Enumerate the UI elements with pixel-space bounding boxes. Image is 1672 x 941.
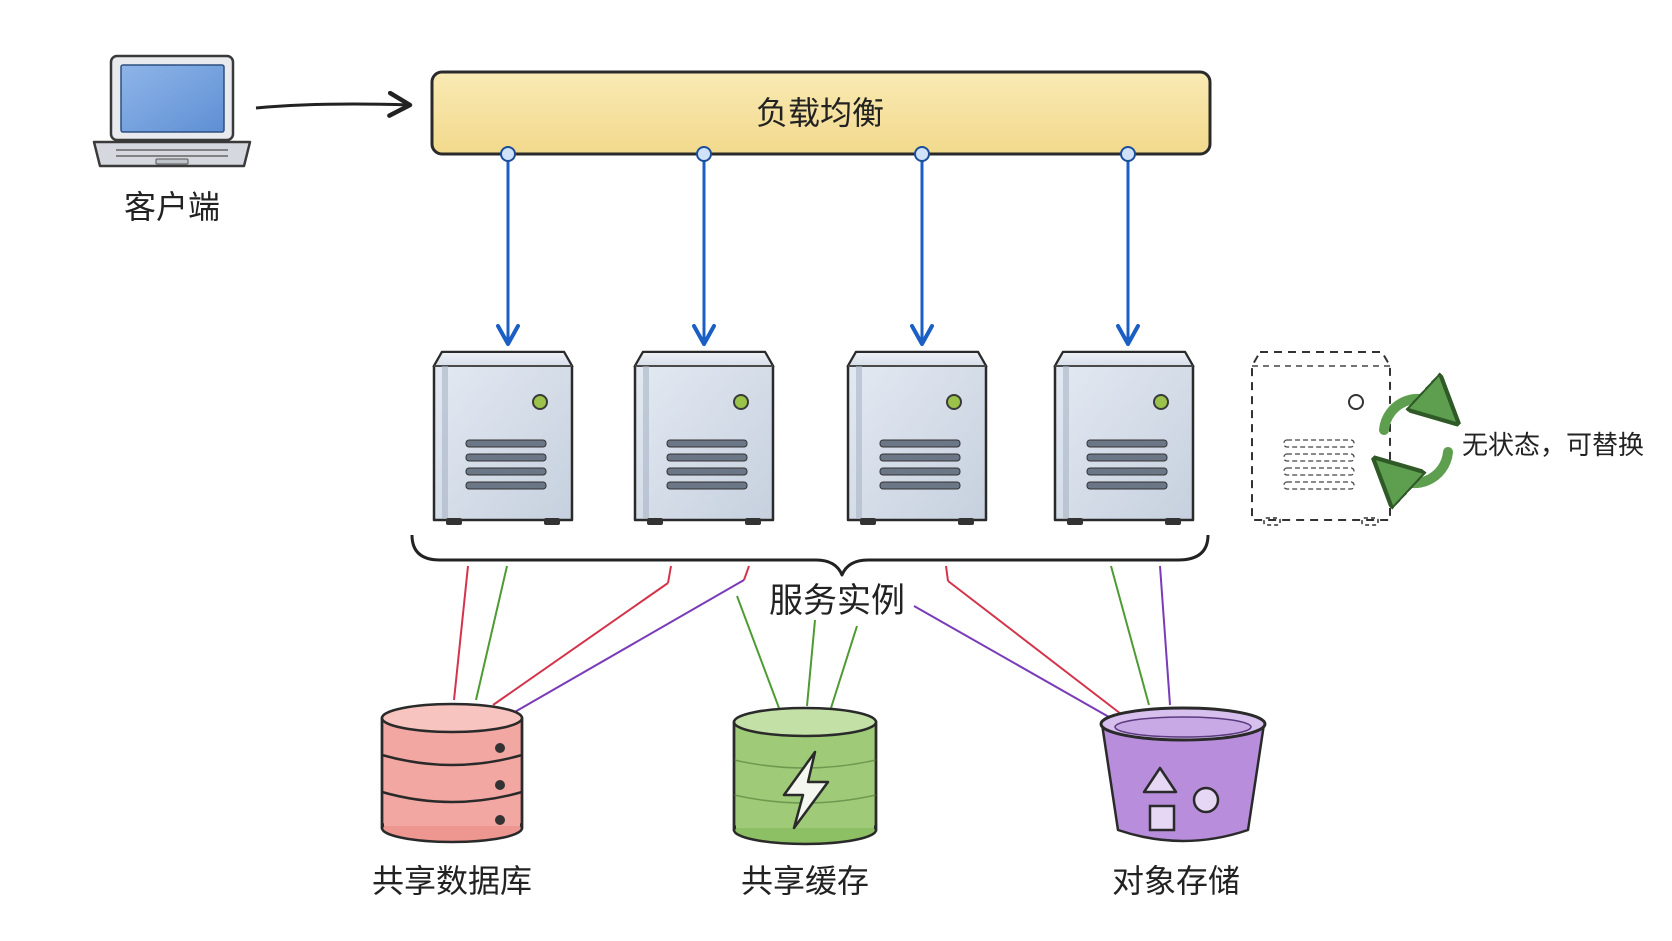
lb-to-services-arrows (496, 146, 1140, 346)
service-instance-3 (846, 350, 988, 525)
services-brace (410, 534, 1210, 577)
link-db-green-1 (475, 565, 508, 701)
lb-port-4 (1120, 146, 1136, 162)
client-label: 客户端 (124, 188, 220, 226)
replace-cycle-icon (1384, 399, 1448, 483)
link-obj-purple-2 (1159, 565, 1171, 706)
circle-icon (1192, 786, 1220, 814)
shared-cache-icon (732, 706, 878, 846)
load-balancer-label: 负载均衡 (756, 94, 884, 132)
service-instance-4 (1053, 350, 1195, 525)
lb-port-2 (696, 146, 712, 162)
service-store-links (453, 565, 1171, 718)
client-laptop-icon (92, 54, 252, 168)
service-instance-2 (633, 350, 775, 525)
link-db-red-3 (743, 565, 750, 581)
load-balancer: 负载均衡 (430, 70, 1212, 156)
link-cache-green-2 (806, 619, 816, 707)
lb-port-1 (500, 146, 516, 162)
replaceable-server-ghost-icon (1251, 351, 1391, 526)
client-to-lb-arrow (255, 90, 413, 118)
shared-database-icon (380, 702, 524, 844)
link-cache-green-1 (736, 595, 780, 709)
lightning-icon (782, 750, 830, 830)
link-obj-red-1b (947, 580, 1122, 715)
link-cache-green-3 (830, 625, 858, 709)
link-db-red-1 (453, 565, 469, 701)
link-obj-purple-1 (913, 605, 1110, 718)
link-db-purple-3 (512, 579, 745, 714)
triangle-icon (1142, 766, 1178, 794)
link-db-red-2 (667, 565, 672, 584)
link-obj-green-1 (1110, 565, 1150, 706)
shared-cache-label: 共享缓存 (741, 862, 869, 900)
service-instance-1 (432, 350, 574, 525)
shared-database-label: 共享数据库 (372, 862, 532, 900)
services-label: 服务实例 (769, 581, 905, 621)
replaceable-label: 无状态，可替换 (1462, 431, 1644, 461)
link-obj-red-1 (945, 565, 949, 582)
object-storage-icon (1099, 706, 1267, 843)
square-icon (1148, 804, 1176, 832)
lb-port-3 (914, 146, 930, 162)
object-storage-label: 对象存储 (1112, 862, 1240, 900)
link-db-red-2b (492, 582, 669, 706)
